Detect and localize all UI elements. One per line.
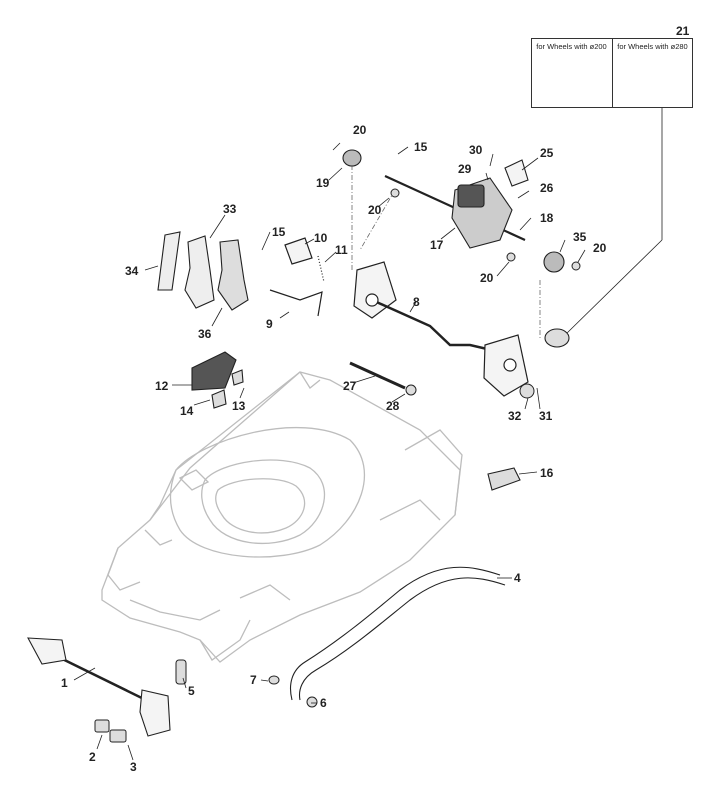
callout-leaders bbox=[73, 142, 586, 761]
callout-20-d: 20 bbox=[593, 241, 607, 255]
callout-26: 26 bbox=[540, 181, 554, 195]
callout-15-right: 15 bbox=[414, 140, 428, 154]
mower-deck-outline bbox=[101, 371, 463, 663]
callout-34: 34 bbox=[125, 264, 139, 278]
callout-17: 17 bbox=[430, 238, 444, 252]
callout-19: 19 bbox=[316, 176, 330, 190]
assembly-guide-lines bbox=[351, 165, 541, 340]
latch-12 bbox=[191, 351, 244, 409]
front-axle-1 bbox=[27, 637, 171, 737]
callout-2: 2 bbox=[89, 750, 96, 764]
callout-28: 28 bbox=[386, 399, 400, 413]
callout-4: 4 bbox=[514, 571, 521, 585]
callout-1: 1 bbox=[61, 676, 68, 690]
callout-12: 12 bbox=[155, 379, 169, 393]
handle-levers bbox=[157, 231, 249, 311]
callout-25: 25 bbox=[540, 146, 554, 160]
callout-3: 3 bbox=[130, 760, 137, 774]
leader-21 bbox=[564, 106, 663, 336]
callout-13: 13 bbox=[232, 399, 246, 413]
rear-axle-8 bbox=[353, 261, 529, 397]
callout-29: 29 bbox=[458, 162, 472, 176]
handle-4 bbox=[289, 566, 506, 701]
callout-11: 11 bbox=[335, 243, 348, 257]
callout-20-c: 20 bbox=[480, 271, 494, 285]
callout-35: 35 bbox=[573, 230, 587, 244]
callout-32: 32 bbox=[508, 409, 522, 423]
callout-16: 16 bbox=[540, 466, 554, 480]
callout-14: 14 bbox=[180, 404, 194, 418]
inset-cell-200: for Wheels with ø200 bbox=[532, 39, 611, 107]
callout-31: 31 bbox=[539, 409, 553, 423]
callout-5: 5 bbox=[188, 684, 195, 698]
callout-6: 6 bbox=[320, 696, 327, 710]
inset-part-21: for Wheels with ø200 for Wheels with ø28… bbox=[531, 38, 693, 108]
inset-label-280: for Wheels with ø280 bbox=[617, 42, 688, 51]
callout-33: 33 bbox=[223, 202, 237, 216]
inset-cell-280: for Wheels with ø280 bbox=[612, 39, 692, 107]
callout-27: 27 bbox=[343, 379, 357, 393]
callout-10: 10 bbox=[314, 231, 328, 245]
fasteners bbox=[94, 188, 581, 743]
callout-18: 18 bbox=[540, 211, 554, 225]
callout-15-left: 15 bbox=[272, 225, 286, 239]
callout-8: 8 bbox=[413, 295, 420, 309]
callout-30: 30 bbox=[469, 143, 483, 157]
drive-axle-assembly bbox=[342, 149, 570, 348]
callout-7: 7 bbox=[250, 673, 257, 687]
spring-bracket bbox=[269, 237, 325, 317]
bracket-16 bbox=[487, 467, 521, 491]
callout-20-b: 20 bbox=[368, 203, 382, 217]
callout-21: 21 bbox=[676, 24, 690, 38]
callout-9: 9 bbox=[266, 317, 273, 331]
rod-27 bbox=[349, 361, 406, 390]
callout-20-a: 20 bbox=[353, 123, 367, 137]
inset-label-200: for Wheels with ø200 bbox=[536, 42, 607, 51]
callout-36: 36 bbox=[198, 327, 212, 341]
